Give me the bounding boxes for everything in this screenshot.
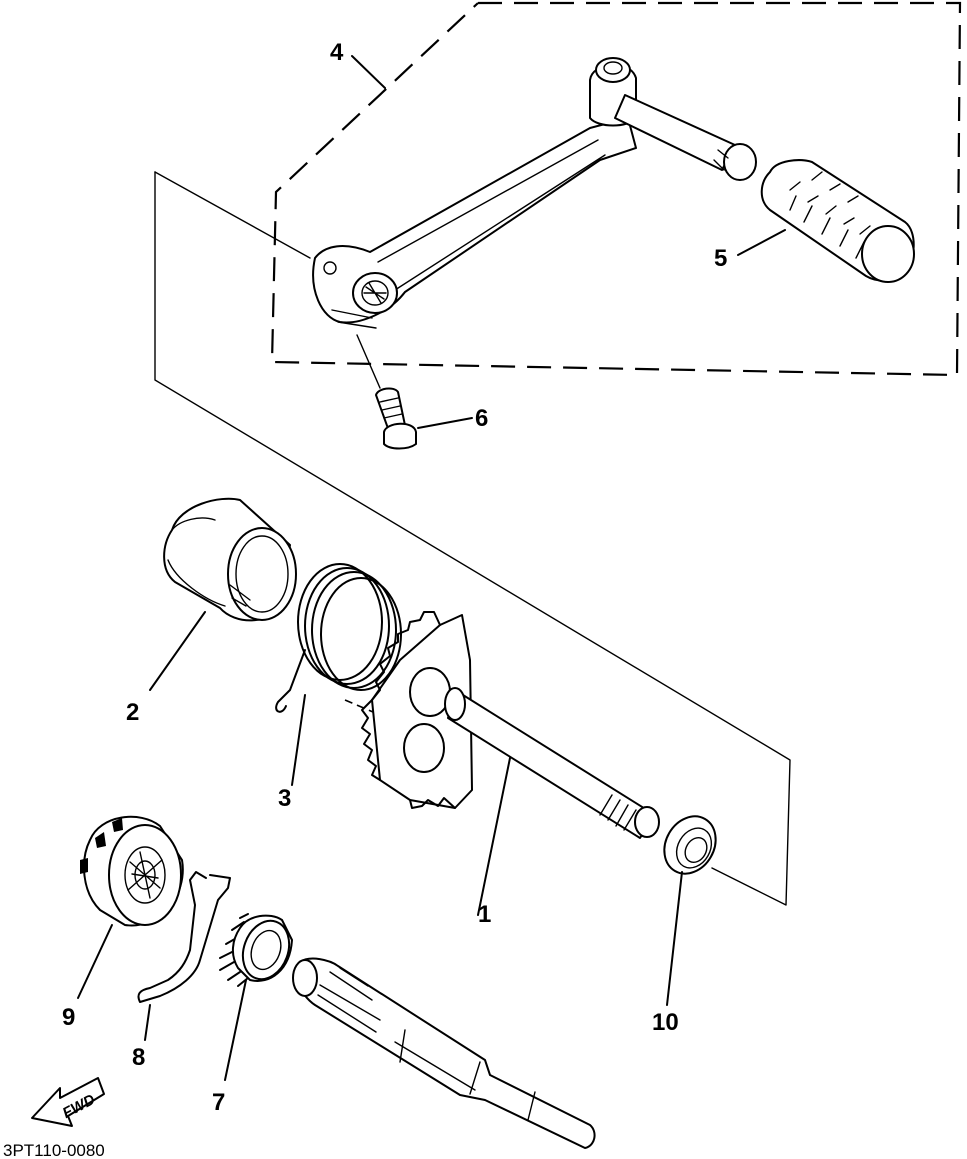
kick-shaft-assembly-boundary-left	[154, 171, 791, 906]
callout-3: 3	[278, 785, 291, 812]
callout-7: 7	[212, 1089, 225, 1116]
spring-guide-bushing	[163, 497, 297, 622]
callout-5: 5	[714, 245, 727, 272]
torsion-spring	[275, 563, 402, 716]
callout-2: 2	[126, 699, 139, 726]
kick-crank-arm	[312, 57, 757, 329]
ratchet-wheel-clip	[137, 871, 231, 1003]
kick-shaft-gear	[361, 611, 660, 839]
ratchet-wheel	[80, 815, 184, 927]
kick-shaft-assembly-boundary	[154, 171, 311, 259]
kick-gear	[219, 913, 293, 987]
pinch-bolt	[356, 334, 417, 450]
drive-shaft	[292, 957, 596, 1149]
callout-6: 6	[475, 405, 488, 432]
kick-crank-assembly-boundary	[270, 1, 962, 377]
callout-leaders	[77, 55, 786, 1081]
pedal-grip	[760, 159, 915, 283]
diagram-code: 3PT110-0080	[3, 1141, 105, 1159]
fwd-direction-arrow: FWD	[31, 1077, 105, 1127]
oil-seal	[663, 815, 717, 875]
callout-10: 10	[652, 1009, 679, 1036]
callout-1: 1	[478, 901, 491, 928]
callout-4: 4	[330, 39, 344, 66]
callout-8: 8	[132, 1044, 145, 1071]
callout-9: 9	[62, 1004, 75, 1031]
